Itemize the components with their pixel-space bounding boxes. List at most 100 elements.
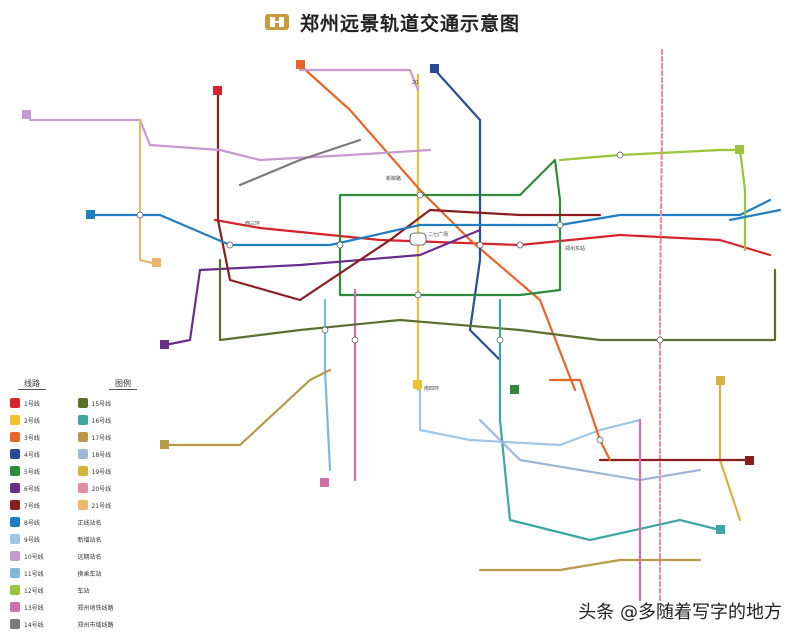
station-label-west: 西三环 (245, 221, 260, 227)
line-20 (658, 48, 664, 602)
badge-line-13 (320, 478, 329, 487)
legend-header: 线路 图例 (10, 378, 145, 390)
legend-swatch (10, 500, 20, 510)
legend-right-item: 19号线 (77, 466, 146, 476)
station (616, 151, 624, 159)
station-label-top: 20 (412, 80, 418, 86)
legend-right-item: 15号线 (77, 398, 146, 408)
station (556, 221, 564, 229)
station (656, 336, 664, 344)
watermark: 头条 @多随着写字的地方 (578, 602, 782, 623)
station (351, 336, 359, 344)
legend-line-item: 14号线 (10, 619, 78, 629)
line-12 (558, 148, 742, 162)
legend-line-item: 2号线 (10, 415, 78, 425)
station (336, 241, 344, 249)
legend-swatch (77, 432, 88, 442)
line-east-b (738, 148, 747, 252)
zhengzhou-metro-logo-icon (265, 14, 289, 30)
badge-line-10 (22, 110, 31, 119)
legend-symbol-label: 郑州市域线路 (77, 621, 114, 629)
line-10 (28, 118, 432, 162)
badge-line-4 (430, 64, 439, 73)
legend-line-item: 6号线 (10, 483, 78, 493)
line-8 (88, 198, 772, 247)
legend-right-item: 郑州市域线路 (78, 619, 146, 629)
legend-line-item: 13号线 (10, 602, 78, 612)
legend-line-label: 12号线 (24, 587, 44, 595)
badge-line-6 (160, 340, 169, 349)
station-label-center: 二七广场 (428, 231, 448, 238)
station-label-north: 新柳路 (386, 175, 401, 182)
station (516, 241, 524, 249)
badge-line-16 (716, 525, 725, 534)
legend-line-label: 17号线 (91, 434, 112, 442)
line-north-loop (298, 68, 420, 92)
legend-swatch (10, 602, 20, 612)
line-south-d (548, 378, 612, 462)
legend-line-label: 1号线 (24, 400, 40, 408)
line-14 (238, 138, 362, 187)
legend-symbol-label: 正线站名 (77, 519, 102, 527)
legend-line-label: 8号线 (24, 519, 40, 527)
legend-right-item: 17号线 (77, 432, 146, 442)
line-6 (163, 228, 482, 347)
legend-swatch (10, 619, 20, 629)
station-label-south: 南四环 (424, 385, 439, 392)
line-south-a (478, 558, 702, 572)
legend-line-item: 1号线 (10, 398, 78, 408)
station (414, 291, 422, 299)
legend-right-item: 车站 (78, 585, 146, 595)
line-21 (138, 118, 162, 267)
legend-line-label: 18号线 (91, 451, 112, 459)
badge-line-21 (152, 258, 161, 267)
legend-line-item: 4号线 (10, 449, 78, 459)
legend-line-item: 12号线 (10, 585, 78, 595)
legend-line-item: 5号线 (10, 466, 78, 476)
legend-lines-header: 线路 (18, 378, 46, 390)
legend-symbol-label: 新增站名 (77, 536, 102, 544)
badge-line-1 (213, 86, 222, 95)
legend-swatch (10, 466, 20, 476)
badge-line-12 (735, 145, 744, 154)
line-19 (718, 378, 742, 522)
legend-swatch (10, 517, 20, 527)
legend-line-label: 9号线 (24, 536, 40, 544)
legend-right-item: 16号线 (77, 415, 146, 425)
line-17 (163, 368, 332, 447)
station (321, 326, 329, 334)
legend-right-item: 远期站名 (78, 551, 146, 561)
legend-symbol-label: 换乘车站 (77, 570, 102, 578)
station (416, 191, 424, 199)
legend-line-label: 16号线 (91, 417, 112, 425)
legend-line-label: 7号线 (24, 502, 40, 510)
legend-right-item: 正线站名 (78, 517, 146, 527)
legend-swatch (10, 568, 20, 578)
legend-symbol-label: 车站 (77, 587, 90, 595)
legend-right-item: 新增站名 (78, 534, 146, 544)
hub-station (409, 232, 427, 246)
map-title-block: 郑州远景轨道交通示意图 (262, 6, 520, 38)
line-11 (323, 298, 332, 472)
legend-swatch (10, 449, 20, 459)
station (136, 211, 144, 219)
line-9 (418, 388, 642, 447)
station (476, 241, 484, 249)
line-7 (216, 88, 602, 302)
legend-swatch (77, 398, 88, 408)
legend-right-item: 18号线 (77, 449, 146, 459)
legend-swatch (77, 483, 88, 493)
legend-swatch (10, 432, 20, 442)
legend-line-item: 3号线 (10, 432, 78, 442)
map-title: 郑州远景轨道交通示意图 (300, 12, 521, 35)
legend-swatch (77, 449, 88, 459)
legend-line-item: 10号线 (10, 551, 78, 561)
legend-line-label: 21号线 (91, 502, 112, 510)
badge-line-3 (296, 60, 305, 69)
legend-line-label: 10号线 (24, 553, 44, 561)
legend-swatch (10, 534, 20, 544)
badge-line-19 (716, 376, 725, 385)
